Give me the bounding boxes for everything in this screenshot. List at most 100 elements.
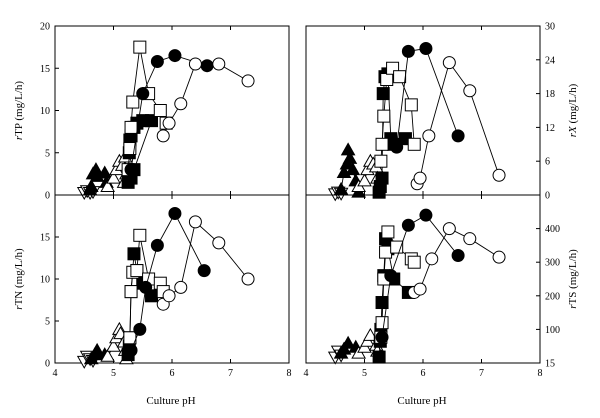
series-circle-filled <box>390 42 465 154</box>
y-axis-label-prefix: r <box>567 132 579 137</box>
point-square <box>404 98 418 112</box>
x-tick-label: 7 <box>479 368 484 379</box>
point-triangle-up <box>345 162 361 176</box>
x-tick-label: 5 <box>111 368 116 379</box>
point-triangle-up <box>340 142 356 156</box>
y-axis-label-variable: TN <box>13 291 25 306</box>
y-tick-label: 24 <box>545 55 555 66</box>
point-circle <box>212 236 226 250</box>
y-tick-label: 10 <box>40 275 50 286</box>
point-circle <box>401 44 415 58</box>
point-triangle-up <box>362 327 378 341</box>
point-square <box>372 350 386 364</box>
y-tick-label: 5 <box>45 317 50 328</box>
point-square <box>377 109 391 123</box>
point-circle <box>492 250 506 264</box>
x-tick-label: 8 <box>287 368 292 379</box>
y-tick-label: 20 <box>40 22 50 33</box>
y-tick-label: 30 <box>545 22 555 33</box>
y-tick-label: 15 <box>40 233 50 244</box>
series-circle-open <box>156 57 255 143</box>
series-line <box>396 47 459 148</box>
point-circle <box>150 238 164 252</box>
point-square <box>133 40 147 54</box>
point-circle <box>136 87 150 101</box>
x-tick-label: 4 <box>53 368 58 379</box>
y-tick-label: 6 <box>545 157 550 168</box>
y-tick-label: 10 <box>40 106 50 117</box>
point-square <box>145 114 159 128</box>
point-circle <box>442 222 456 236</box>
point-circle <box>419 208 433 222</box>
y-tick-label: 400 <box>545 224 560 235</box>
point-circle <box>168 206 182 220</box>
point-square <box>153 104 167 117</box>
y-axis-label-variable: TS <box>567 292 579 305</box>
y-axis-label-unit: (mg/L/h) <box>13 81 25 124</box>
point-triangle-up <box>357 173 372 187</box>
y-axis-label-unit: (mg/L/h) <box>567 83 579 126</box>
series-circle-open <box>407 222 506 299</box>
point-square <box>380 73 394 87</box>
point-triangle-up <box>100 348 116 362</box>
point-square <box>375 171 389 185</box>
series-circle-open <box>156 215 255 311</box>
x-tick-label: 5 <box>362 368 367 379</box>
point-square <box>393 70 407 84</box>
point-triangle-up <box>342 150 358 164</box>
x-tick-label: 7 <box>228 368 233 379</box>
point-square <box>376 87 390 101</box>
point-circle <box>419 42 433 56</box>
point-circle <box>162 289 176 303</box>
point-circle <box>150 54 164 68</box>
x-tick-label: 6 <box>421 368 426 379</box>
point-square <box>375 137 389 151</box>
y-tick-label: 100 <box>545 325 560 336</box>
point-circle <box>463 84 477 98</box>
y-tick-label: 15 <box>40 64 50 75</box>
x-axis-label-left: Culture pH <box>146 395 195 407</box>
y-axis-label-rTS: rTS (mg/L/h) <box>567 249 579 309</box>
point-square <box>123 142 137 156</box>
y-axis-label-rTP: rTP (mg/L/h) <box>13 81 25 141</box>
point-circle <box>241 272 255 286</box>
point-circle <box>124 163 138 177</box>
x-axis-label-right: Culture pH <box>397 395 446 407</box>
point-square <box>407 255 421 269</box>
point-circle <box>492 168 506 182</box>
y-tick-label: 200 <box>545 291 560 302</box>
point-circle <box>390 140 404 154</box>
y-axis-label-prefix: r <box>13 135 25 140</box>
x-tick-label: 8 <box>538 368 543 379</box>
series-line <box>416 61 500 184</box>
point-circle <box>174 97 188 111</box>
point-triangle-up <box>333 181 349 195</box>
y-tick-label: 0 <box>45 359 50 370</box>
point-circle <box>188 57 202 71</box>
y-axis-label-rTN: rTN (mg/L/h) <box>13 248 25 310</box>
point-circle <box>168 49 182 63</box>
point-triangle-up <box>100 179 116 193</box>
point-circle <box>174 280 188 294</box>
point-circle <box>401 218 415 232</box>
point-circle <box>375 330 389 344</box>
point-circle <box>241 74 255 88</box>
point-circle <box>212 57 226 71</box>
point-circle <box>422 129 436 143</box>
point-square <box>374 154 388 168</box>
point-square <box>124 120 138 134</box>
point-circle <box>463 232 477 246</box>
series-line <box>162 221 249 305</box>
y-tick-label: 18 <box>545 89 555 100</box>
point-circle <box>124 343 138 357</box>
point-square <box>407 137 421 151</box>
y-axis-label-prefix: r <box>13 305 25 310</box>
point-square <box>126 95 140 109</box>
point-square <box>381 225 395 239</box>
point-circle <box>156 129 170 143</box>
y-tick-label: 5 <box>45 148 50 159</box>
series-circle-open <box>410 56 506 191</box>
